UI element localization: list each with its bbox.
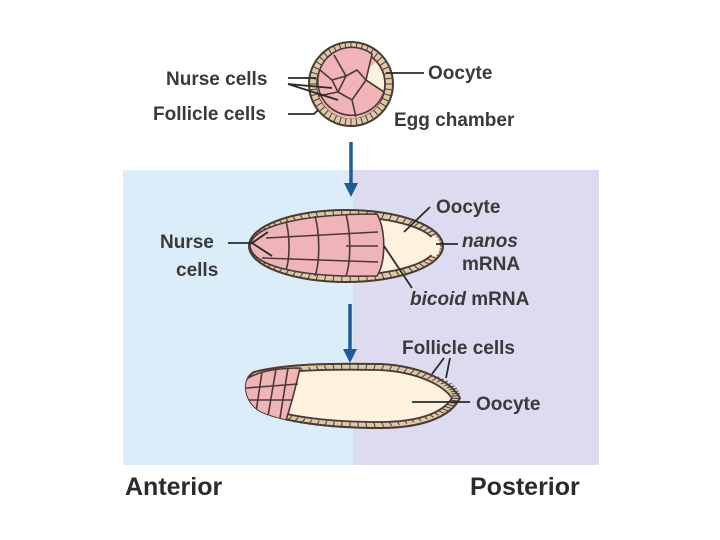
follicle-cell-divider [327, 112, 334, 120]
posterior-label: Posterior [470, 473, 580, 501]
stage2-oocyte-label: Oocyte [436, 197, 500, 218]
follicle-cell-divider [388, 271, 393, 278]
follicle-cell-divider [436, 378, 444, 383]
follicle-cell-divider [324, 420, 328, 427]
follicle-cell-divider [401, 217, 407, 224]
follicle-cell-divider [312, 66, 321, 71]
follicle-cell-divider [338, 116, 342, 125]
follicle-cell-divider [413, 221, 420, 228]
follicle-cell-divider [312, 97, 321, 102]
follicle-cell-divider [446, 403, 455, 407]
follicle-cell-divider [450, 390, 459, 393]
follicle-cell-divider [407, 266, 414, 273]
follicle-cell-divider [395, 215, 400, 223]
follicle-cell-divider [418, 262, 425, 268]
stage1-nurse-cells-label: Nurse cells [166, 69, 267, 90]
follicle-cell-divider [395, 269, 400, 277]
follicle-cell-divider [383, 93, 392, 97]
follicle-cell-divider [380, 272, 385, 280]
follicle-cell-divider [355, 117, 358, 126]
stage1-follicle-cells-label: Follicle cells [153, 104, 266, 125]
stage2-bicoid-label: bicoid mRNA [410, 289, 530, 310]
follicle-cell-divider [372, 51, 379, 59]
follicle-cell-divider [300, 418, 306, 425]
follicle-cell-divider [315, 420, 320, 427]
follicle-cell-divider [379, 101, 387, 108]
stage1-egg-chamber-label: Egg chamber [394, 110, 515, 131]
follicle-cell-divider [372, 109, 379, 117]
follicle-cell-divider [401, 268, 407, 275]
follicle-cell-divider [380, 212, 385, 220]
follicle-cell-divider [418, 224, 425, 230]
stage3-egg-chamber [244, 362, 462, 430]
follicle-cell-divider [432, 376, 439, 381]
follicle-cell-divider [407, 219, 414, 226]
follicle-cell-divider [360, 116, 364, 125]
follicle-cell-divider [381, 97, 390, 102]
follicle-cell-divider [310, 71, 319, 75]
follicle-cell-divider [415, 370, 422, 377]
follicle-cell-divider [450, 399, 459, 402]
follicle-cell-divider [340, 421, 343, 428]
follicle-cell-divider [444, 382, 452, 387]
anterior-label: Anterior [125, 473, 223, 501]
follicle-cell-divider [308, 419, 313, 426]
stage1-egg-chamber [308, 41, 394, 127]
follicle-cell-divider [315, 101, 323, 108]
follicle-cell-divider [446, 385, 455, 389]
follicle-cell-divider [381, 66, 390, 71]
follicle-cell-divider [318, 105, 326, 112]
follicle-cell-divider [344, 117, 347, 126]
follicle-cell-divider [368, 112, 375, 120]
follicle-cell-divider [293, 417, 299, 423]
stage2-nurse-label-line2: cells [176, 260, 218, 281]
follicle-cell-divider [365, 421, 368, 428]
follicle-cell-divider [286, 415, 293, 422]
follicle-cell-divider [379, 60, 387, 67]
follicle-cell-divider [384, 88, 393, 91]
follicle-cell-divider [421, 372, 428, 378]
follicle-cell-divider [309, 88, 318, 91]
stage3-oocyte-label: Oocyte [476, 394, 540, 415]
stage2-nurse-label-line1: Nurse [160, 232, 214, 253]
follicle-cell-divider [332, 421, 335, 428]
stage1-follicle-ring [309, 42, 393, 126]
follicle-cell-divider [333, 114, 338, 123]
follicle-cell-divider [388, 214, 393, 221]
follicle-cell-divider [323, 109, 330, 117]
follicle-cell-divider [384, 77, 393, 80]
stage2-nanos-label: nanos [462, 231, 518, 252]
stage2-nanos-mrna-label: mRNA [462, 254, 520, 275]
follicle-cell-divider [413, 264, 420, 271]
follicle-cell-divider [364, 114, 369, 123]
stage1-oocyte-label: Oocyte [428, 63, 492, 84]
follicle-cell-divider [449, 387, 458, 391]
follicle-cell-divider [440, 380, 449, 385]
follicle-cell-divider [376, 105, 384, 112]
stage2-egg-chamber [248, 209, 444, 283]
stage3-follicle-cells-label: Follicle cells [402, 338, 515, 359]
follicle-cell-divider [427, 374, 434, 380]
follicle-cell-divider [376, 56, 384, 63]
